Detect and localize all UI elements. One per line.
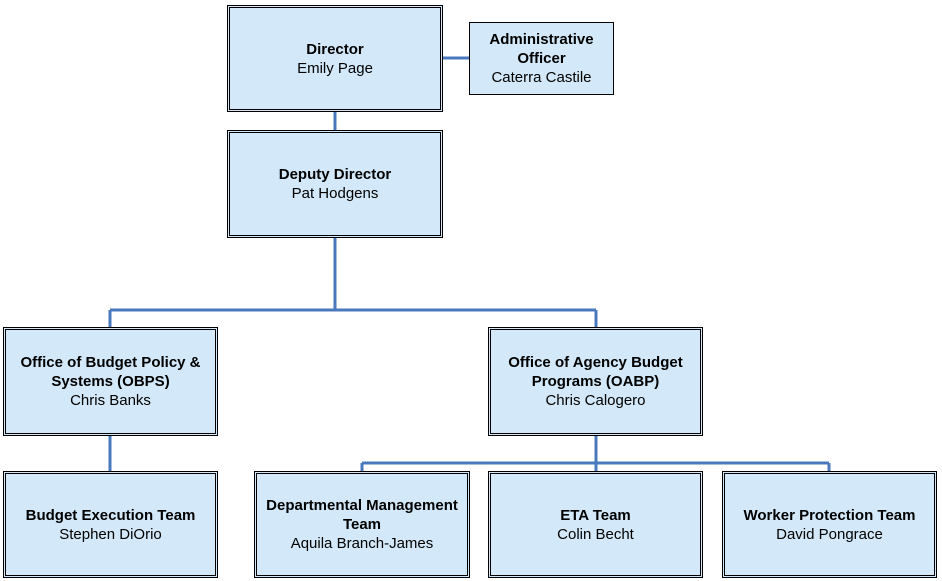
admin-officer-title: Administrative Officer [489, 31, 594, 67]
director-name: Emily Page [297, 59, 373, 77]
director-title: Director [306, 40, 364, 58]
eta-team-title: ETA Team [560, 506, 631, 524]
admin-officer-box: Administrative Officer Caterra Castile [469, 22, 614, 95]
worker-protection-team-box: Worker Protection Team David Pongrace [722, 471, 937, 578]
oabp-name: Chris Calogero [545, 392, 646, 409]
director-box: Director Emily Page [227, 5, 443, 112]
oabp-title: Office of Agency Budget Programs (OABP) [508, 354, 683, 390]
worker-protection-team-name: David Pongrace [776, 525, 883, 543]
obps-box: Office of Budget Policy & Systems (OBPS)… [3, 327, 218, 436]
obps-title: Office of Budget Policy & Systems (OBPS) [20, 354, 201, 390]
worker-protection-team-title: Worker Protection Team [743, 506, 916, 524]
admin-officer-name: Caterra Castile [491, 69, 592, 86]
departmental-management-team-title: Departmental Management Team [266, 497, 458, 533]
budget-execution-team-name: Stephen DiOrio [59, 525, 162, 543]
departmental-management-team-box: Departmental Management Team Aquila Bran… [254, 471, 470, 578]
budget-execution-team-box: Budget Execution Team Stephen DiOrio [3, 471, 218, 578]
oabp-box: Office of Agency Budget Programs (OABP) … [488, 327, 703, 436]
budget-execution-team-title: Budget Execution Team [25, 506, 196, 524]
eta-team-name: Colin Becht [557, 525, 634, 543]
deputy-director-title: Deputy Director [278, 166, 392, 183]
eta-team-box: ETA Team Colin Becht [488, 471, 703, 578]
deputy-director-name: Pat Hodgens [291, 185, 379, 202]
deputy-director-box: Deputy Director Pat Hodgens [227, 130, 443, 238]
departmental-management-team-name: Aquila Branch-James [290, 535, 434, 552]
obps-name: Chris Banks [70, 392, 151, 409]
